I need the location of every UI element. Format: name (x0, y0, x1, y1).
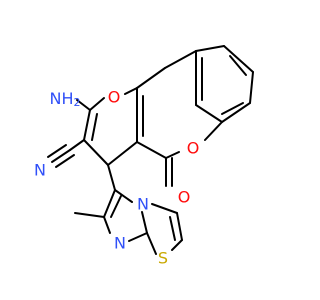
carbonyl-oxygen-label: O (178, 188, 191, 207)
bond (107, 141, 138, 166)
bond (136, 141, 167, 159)
bond (69, 139, 85, 151)
bond (136, 67, 166, 89)
bond (107, 164, 116, 191)
bond (249, 71, 254, 104)
bond (169, 216, 176, 241)
bond (83, 139, 109, 166)
bond (171, 239, 183, 251)
bond (51, 149, 71, 163)
bond (195, 104, 223, 123)
imidazole-nitrogen-label: N (114, 234, 126, 253)
bond (146, 232, 157, 255)
bond (91, 113, 98, 141)
bond (195, 45, 225, 52)
bond (74, 212, 105, 218)
bond (124, 87, 138, 95)
molecule-structure: NH2 O O O N N N S (34, 45, 254, 268)
bond (176, 212, 183, 241)
bond (221, 102, 251, 123)
bond (128, 232, 148, 242)
lactone-oxygen-label: O (187, 139, 200, 158)
bond (204, 121, 223, 141)
bond (114, 189, 133, 203)
bond-layer (47, 45, 254, 255)
bond (103, 216, 111, 234)
thiazole-sulfur-label: S (158, 249, 168, 268)
bond (83, 109, 91, 141)
bond (165, 151, 180, 159)
bond (141, 211, 148, 234)
bond (47, 144, 67, 158)
nitrile-nitrogen-label: N (34, 161, 46, 180)
bond (221, 102, 244, 115)
bond (76, 99, 91, 111)
pyran-oxygen-label: O (108, 88, 121, 107)
bond (151, 203, 178, 214)
bond (164, 50, 197, 69)
bond (55, 154, 75, 168)
bond (223, 45, 254, 73)
bond (229, 55, 247, 76)
bond (89, 97, 105, 111)
imidazole-bridge-nitrogen-label: N (137, 195, 149, 214)
molecule-canvas: NH2 O O O N N N S (34, 45, 254, 268)
bond (103, 189, 116, 218)
bond (110, 195, 122, 218)
amino-group-label: NH2 (50, 89, 81, 109)
atom-label-layer: NH2 O O O N N N S (34, 88, 199, 268)
